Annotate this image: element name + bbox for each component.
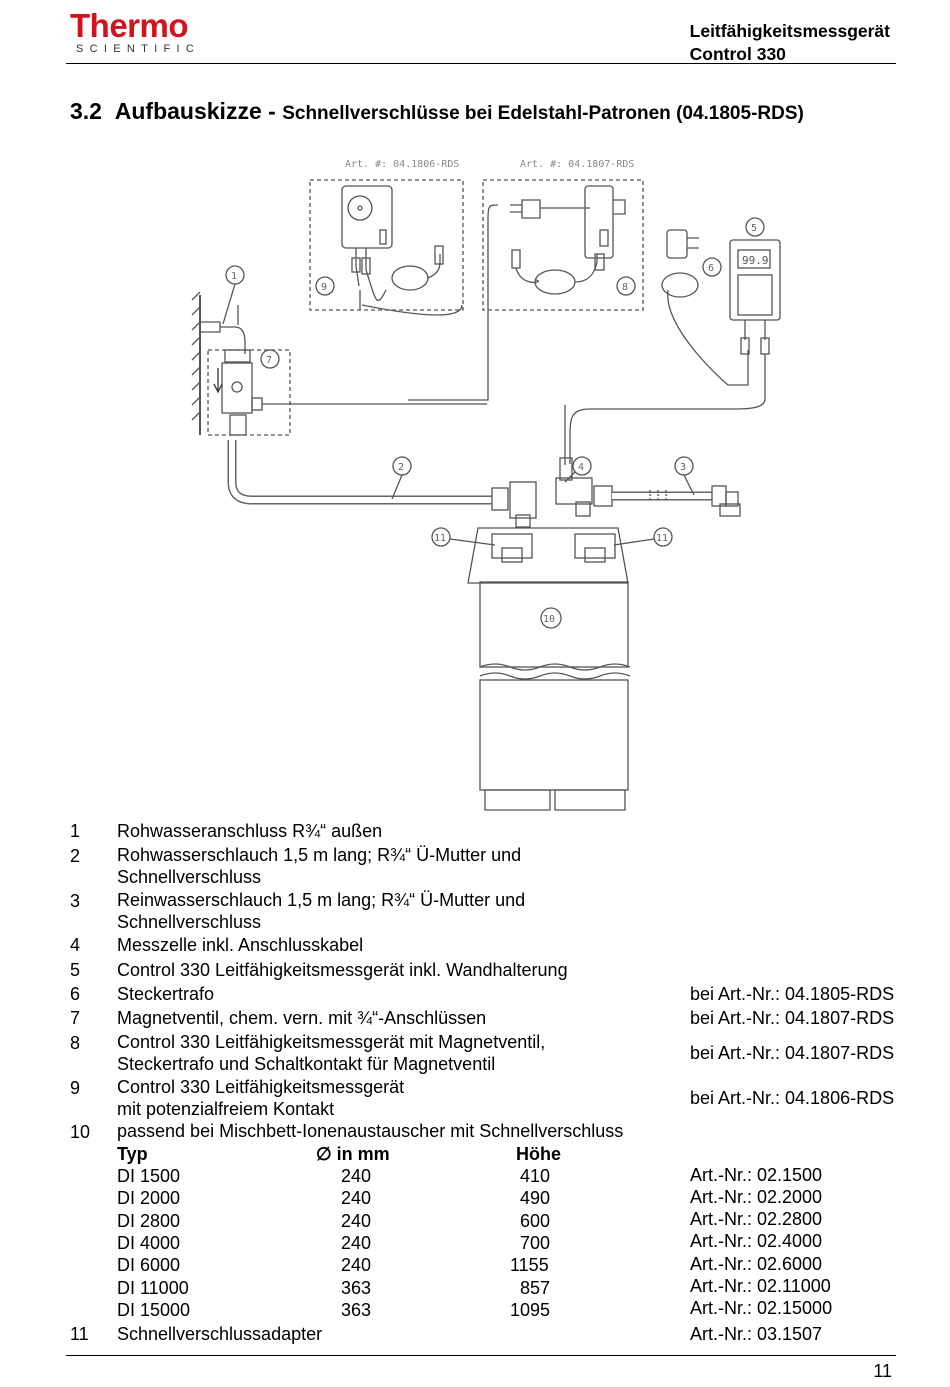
meter-display: 99.9 — [742, 254, 769, 267]
legend-num-8: 8 — [70, 1033, 81, 1053]
section-number: 3.2 — [70, 98, 102, 124]
legend-num-5: 5 — [70, 960, 81, 980]
table-cell-height: 600 — [520, 1211, 551, 1231]
table-cell-diameter: 240 — [341, 1166, 372, 1186]
legend-text-9b: mit potenzialfreiem Kontakt — [117, 1099, 335, 1119]
table-cell-diameter: 240 — [341, 1233, 372, 1253]
table-cell-article: Art.-Nr.: 02.2000 — [690, 1187, 823, 1207]
legend-num-9: 9 — [70, 1078, 81, 1098]
thermo-logo: Thermo — [70, 7, 189, 44]
legend-text-10: passend bei Mischbett-Ionenaustauscher m… — [117, 1121, 624, 1141]
callout-5: 5 — [751, 223, 757, 234]
callout-9: 9 — [321, 282, 327, 293]
table-cell-article: Art.-Nr.: 02.1500 — [690, 1165, 823, 1185]
table-cell-height: 1155 — [510, 1255, 549, 1275]
legend-ref-8: bei Art.-Nr.: 04.1807-RDS — [690, 1043, 895, 1063]
table-cell-article: Art.-Nr.: 02.4000 — [690, 1231, 823, 1251]
legend-text-2b: Schnellverschluss — [117, 867, 262, 887]
page-number: 11 — [873, 1361, 892, 1381]
section-title: Aufbauskizze — [114, 98, 262, 124]
plug-transformer-6 — [666, 229, 688, 259]
legend-num-7: 7 — [70, 1008, 81, 1028]
table-cell-type: DI 11000 — [117, 1278, 189, 1298]
footer-rule — [66, 1355, 896, 1356]
table-cell-type: DI 6000 — [117, 1255, 181, 1275]
callout-1: 1 — [231, 271, 237, 282]
table-cell-article: Art.-Nr.: 02.11000 — [690, 1276, 831, 1296]
device-8 — [584, 185, 614, 259]
legend-text-1: Rohwasseranschluss R¾“ außen — [117, 821, 383, 841]
table-header-type: Typ — [117, 1144, 148, 1164]
legend-text-8b: Steckertrafo und Schaltkontakt für Magne… — [117, 1054, 496, 1074]
legend-text-6: Steckertrafo — [117, 984, 215, 1004]
table-cell-height: 410 — [520, 1166, 551, 1186]
header-rule — [66, 63, 896, 64]
legend-text-2a: Rohwasserschlauch 1,5 m lang; R¾“ Ü-Mutt… — [117, 845, 522, 865]
callout-4: 4 — [578, 462, 584, 473]
callout-10: 10 — [543, 614, 555, 625]
legend-num-2: 2 — [70, 846, 81, 866]
legend-text-9a: Control 330 Leitfähigkeitsmessgerät — [117, 1077, 405, 1097]
table-cell-height: 700 — [520, 1233, 551, 1253]
legend-text-4: Messzelle inkl. Anschlusskabel — [117, 935, 364, 955]
table-cell-type: DI 15000 — [117, 1300, 191, 1320]
table-cell-height: 490 — [520, 1188, 551, 1208]
table-cell-article: Art.-Nr.: 02.6000 — [690, 1254, 823, 1274]
art-label-b: Art. #: 04.1807-RDS — [520, 159, 634, 170]
section-dash: - — [261, 98, 283, 124]
legend-ref-9: bei Art.-Nr.: 04.1806-RDS — [690, 1088, 895, 1108]
table-cell-height: 857 — [520, 1278, 551, 1298]
legend-text-11: Schnellverschlussadapter — [117, 1324, 323, 1344]
table-cell-diameter: 363 — [341, 1278, 372, 1298]
callout-11-left: 11 — [434, 533, 446, 544]
table-cell-type: DI 2800 — [117, 1211, 181, 1231]
document-title-line2: Control 330 — [689, 44, 786, 64]
ion-exchanger-cartridge — [479, 581, 629, 668]
setup-diagram: Art. #: 04.1806-RDS Art. #: 04.1807-RDS … — [191, 159, 781, 811]
callout-7: 7 — [266, 355, 272, 366]
legend-num-3: 3 — [70, 891, 81, 911]
callout-2: 2 — [398, 462, 404, 473]
legend-text-7: Magnetventil, chem. vern. mit ¾“-Anschlü… — [117, 1008, 487, 1028]
device-9 — [341, 185, 393, 249]
table-header-height: Höhe — [516, 1144, 561, 1164]
legend-num-4: 4 — [70, 935, 81, 955]
table-cell-diameter: 240 — [341, 1255, 372, 1275]
table-cell-article: Art.-Nr.: 02.2800 — [690, 1209, 823, 1229]
art-label-a: Art. #: 04.1806-RDS — [345, 159, 459, 170]
legend-text-3a: Reinwasserschlauch 1,5 m lang; R¾“ Ü-Mut… — [117, 890, 526, 910]
legend-num-1: 1 — [70, 821, 81, 841]
table-cell-diameter: 363 — [341, 1300, 372, 1320]
legend-num-11: 11 — [70, 1324, 89, 1344]
section-heading: 3.2 Aufbauskizze - Schnellverschlüsse be… — [70, 96, 804, 129]
box-04-1807 — [482, 179, 644, 311]
callout-3: 3 — [680, 462, 686, 473]
legend-ref-11: Art.-Nr.: 03.1507 — [690, 1324, 823, 1344]
legend-text-8a: Control 330 Leitfähigkeitsmessgerät mit … — [117, 1032, 546, 1052]
table-cell-type: DI 1500 — [117, 1166, 181, 1186]
document-title-line1: Leitfähigkeitsmessgerät — [689, 21, 890, 41]
table-cell-type: DI 2000 — [117, 1188, 181, 1208]
table-cell-article: Art.-Nr.: 02.15000 — [690, 1298, 833, 1318]
scientific-logo-text: SCIENTIFIC — [76, 43, 201, 55]
callout-8: 8 — [622, 282, 628, 293]
document-title: Leitfähigkeitsmessgerät Control 330 — [690, 20, 890, 66]
table-cell-diameter: 240 — [341, 1211, 372, 1231]
legend-ref-6: bei Art.-Nr.: 04.1805-RDS — [690, 984, 895, 1004]
section-subtitle: Schnellverschlüsse bei Edelstahl-Patrone… — [282, 103, 804, 124]
control-330-meter — [729, 239, 781, 321]
table-header-diameter: ∅ in mm — [316, 1144, 390, 1164]
legend-ref-7: bei Art.-Nr.: 04.1807-RDS — [690, 1008, 895, 1028]
callout-11-right: 11 — [656, 533, 668, 544]
callout-6: 6 — [708, 263, 714, 274]
legend-num-6: 6 — [70, 984, 81, 1004]
table-cell-diameter: 240 — [341, 1188, 372, 1208]
legend-num-10: 10 — [70, 1122, 91, 1142]
callout-labels: 1 2 3 4 5 6 7 8 9 10 11 11 — [222, 217, 765, 629]
legend-text-3b: Schnellverschluss — [117, 912, 262, 932]
legend-text-5: Control 330 Leitfähigkeitsmessgerät inkl… — [117, 960, 568, 980]
table-cell-type: DI 4000 — [117, 1233, 181, 1253]
table-cell-height: 1095 — [510, 1300, 551, 1320]
